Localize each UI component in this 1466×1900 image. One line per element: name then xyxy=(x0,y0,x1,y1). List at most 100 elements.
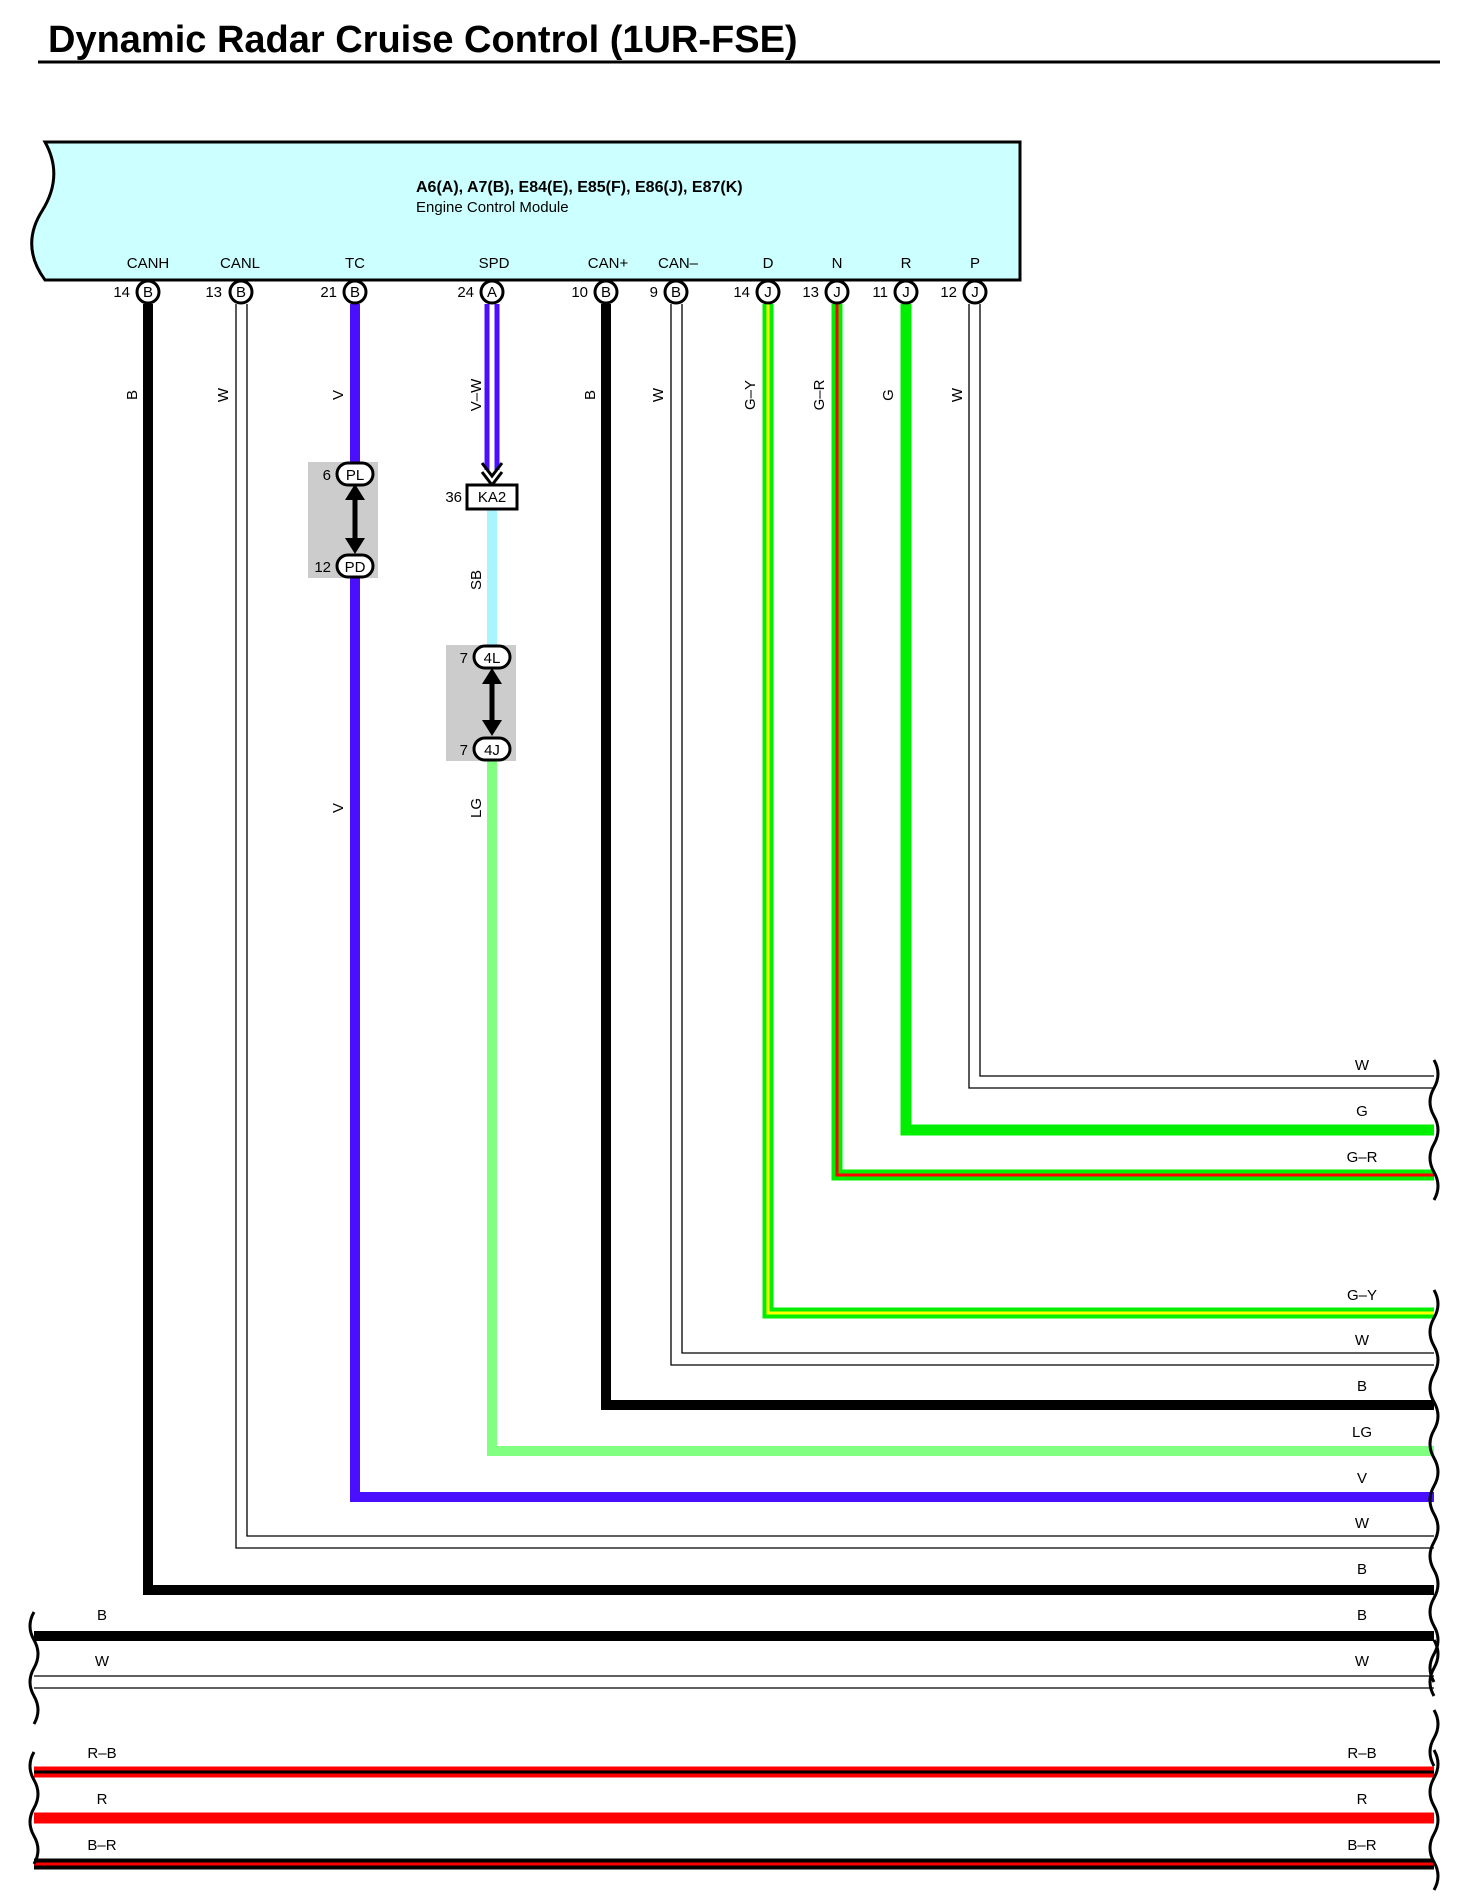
wire-label-canl: W xyxy=(215,387,232,402)
bus-label-r-left: R xyxy=(97,1791,108,1808)
svg-text:11: 11 xyxy=(872,284,888,301)
svg-text:13: 13 xyxy=(205,284,222,301)
svg-text:7: 7 xyxy=(460,650,468,667)
svg-text:B: B xyxy=(236,284,246,301)
connector-ka2: KA2 36 xyxy=(445,462,519,511)
right-label-p-w: W xyxy=(1355,1057,1370,1074)
svg-text:13: 13 xyxy=(802,284,819,301)
wire-label-spd: V–W xyxy=(468,378,485,411)
connector-4j xyxy=(472,736,512,762)
junction-connector-pl-pd: PL 6 PD 12 xyxy=(308,461,378,579)
svg-text:PL: PL xyxy=(346,467,364,484)
pin-terminal-can-minus: 9 B xyxy=(650,279,689,305)
pin-terminal-d: 14 J xyxy=(733,279,781,305)
wire-label-tc: V xyxy=(330,390,347,400)
page-title: Dynamic Radar Cruise Control (1UR-FSE) xyxy=(48,19,798,61)
pin-label-can-minus: CAN– xyxy=(658,255,699,272)
right-label-n-gr: G–R xyxy=(1347,1149,1378,1166)
wire-label-tc-lower: V xyxy=(330,803,347,813)
svg-text:14: 14 xyxy=(113,284,130,301)
wire-label-canh: B xyxy=(124,390,141,400)
svg-text:J: J xyxy=(764,284,772,301)
wire-n-stripe xyxy=(835,304,1434,1177)
wire-can-plus xyxy=(601,304,1434,1410)
svg-text:B: B xyxy=(350,284,360,301)
module-name: Engine Control Module xyxy=(416,199,569,216)
svg-text:J: J xyxy=(902,284,910,301)
pin-terminal-p: 12 J xyxy=(940,279,988,305)
bus-label-rb-left: R–B xyxy=(87,1745,116,1762)
bus-label-r-right: R xyxy=(1357,1791,1368,1808)
connector-pl xyxy=(335,461,375,487)
bus-label-b-right: B xyxy=(1357,1607,1367,1624)
svg-text:B: B xyxy=(143,284,153,301)
right-label-r-g: G xyxy=(1356,1103,1368,1120)
junction-connector-4l-4j: 4L 7 4J 7 xyxy=(446,644,516,762)
svg-text:12: 12 xyxy=(940,284,957,301)
wire-label-r: G xyxy=(880,389,897,401)
wire-canl-a xyxy=(235,304,1434,1549)
svg-text:A: A xyxy=(487,284,497,301)
engine-control-module xyxy=(30,140,1022,282)
pin-label-r: R xyxy=(901,255,912,272)
svg-text:B: B xyxy=(671,284,681,301)
pin-terminal-tc: 21 B xyxy=(320,279,368,305)
pin-terminal-spd: 24 A xyxy=(457,279,505,305)
pin-label-canl: CANL xyxy=(220,255,260,272)
bus-label-rb-right: R–B xyxy=(1347,1745,1376,1762)
right-label-d-gy: G–Y xyxy=(1347,1287,1377,1304)
bus-label-b-left: B xyxy=(97,1607,107,1624)
svg-text:J: J xyxy=(971,284,979,301)
pin-terminal-can-plus: 10 B xyxy=(571,279,619,305)
wire-d-stripe xyxy=(766,304,1434,1315)
svg-text:KA2: KA2 xyxy=(478,489,506,506)
svg-text:10: 10 xyxy=(571,284,588,301)
svg-text:4J: 4J xyxy=(484,742,500,759)
wire-can-minus-a xyxy=(670,304,1434,1366)
pin-terminal-r: 11 J xyxy=(872,279,919,305)
svg-text:24: 24 xyxy=(457,284,474,301)
wire-label-can-plus: B xyxy=(582,390,599,400)
wire-can-minus-b xyxy=(681,304,1434,1354)
pin-label-tc: TC xyxy=(345,255,365,272)
bus-label-w-left: W xyxy=(95,1653,110,1670)
pin-label-can-plus: CAN+ xyxy=(588,255,629,272)
svg-text:6: 6 xyxy=(323,467,331,484)
wire-d xyxy=(762,304,1434,1319)
right-label-can-plus-b: B xyxy=(1357,1378,1367,1395)
wire-tc xyxy=(350,304,1434,1502)
wire-p-b xyxy=(979,304,1434,1077)
pin-label-n: N xyxy=(832,255,843,272)
svg-text:12: 12 xyxy=(314,559,331,576)
svg-text:PD: PD xyxy=(345,559,366,576)
svg-text:B: B xyxy=(601,284,611,301)
wire-p-a xyxy=(968,304,1434,1089)
svg-text:4L: 4L xyxy=(484,650,501,667)
module-connector-ids: A6(A), A7(B), E84(E), E85(F), E86(J), E8… xyxy=(416,179,743,196)
svg-text:14: 14 xyxy=(733,284,750,301)
right-label-tc-v: V xyxy=(1357,1470,1367,1487)
right-break-marks xyxy=(1428,1059,1440,1891)
svg-text:7: 7 xyxy=(460,742,468,759)
right-label-canh-b: B xyxy=(1357,1561,1367,1578)
pin-label-canh: CANH xyxy=(127,255,170,272)
pin-terminal-n: 13 J xyxy=(802,279,850,305)
wire-n xyxy=(831,304,1434,1181)
pin-terminal-canl: 13 B xyxy=(205,279,254,305)
svg-text:J: J xyxy=(833,284,841,301)
wire-canl-b xyxy=(246,304,1434,1537)
pin-terminal-canh: 14 B xyxy=(113,279,161,305)
svg-text:9: 9 xyxy=(650,284,658,301)
wire-r xyxy=(900,304,1434,1136)
bus-label-br-left: B–R xyxy=(87,1837,116,1854)
wire-label-d: G–Y xyxy=(742,380,759,410)
right-label-can-minus-w: W xyxy=(1355,1332,1370,1349)
right-label-canl-w: W xyxy=(1355,1515,1370,1532)
left-break-marks xyxy=(28,1611,40,1865)
wire-canh xyxy=(143,304,1434,1595)
svg-text:21: 21 xyxy=(320,284,337,301)
connector-4l xyxy=(472,644,512,670)
right-label-spd-lg: LG xyxy=(1352,1424,1372,1441)
wire-label-spd-sb: SB xyxy=(468,570,485,590)
